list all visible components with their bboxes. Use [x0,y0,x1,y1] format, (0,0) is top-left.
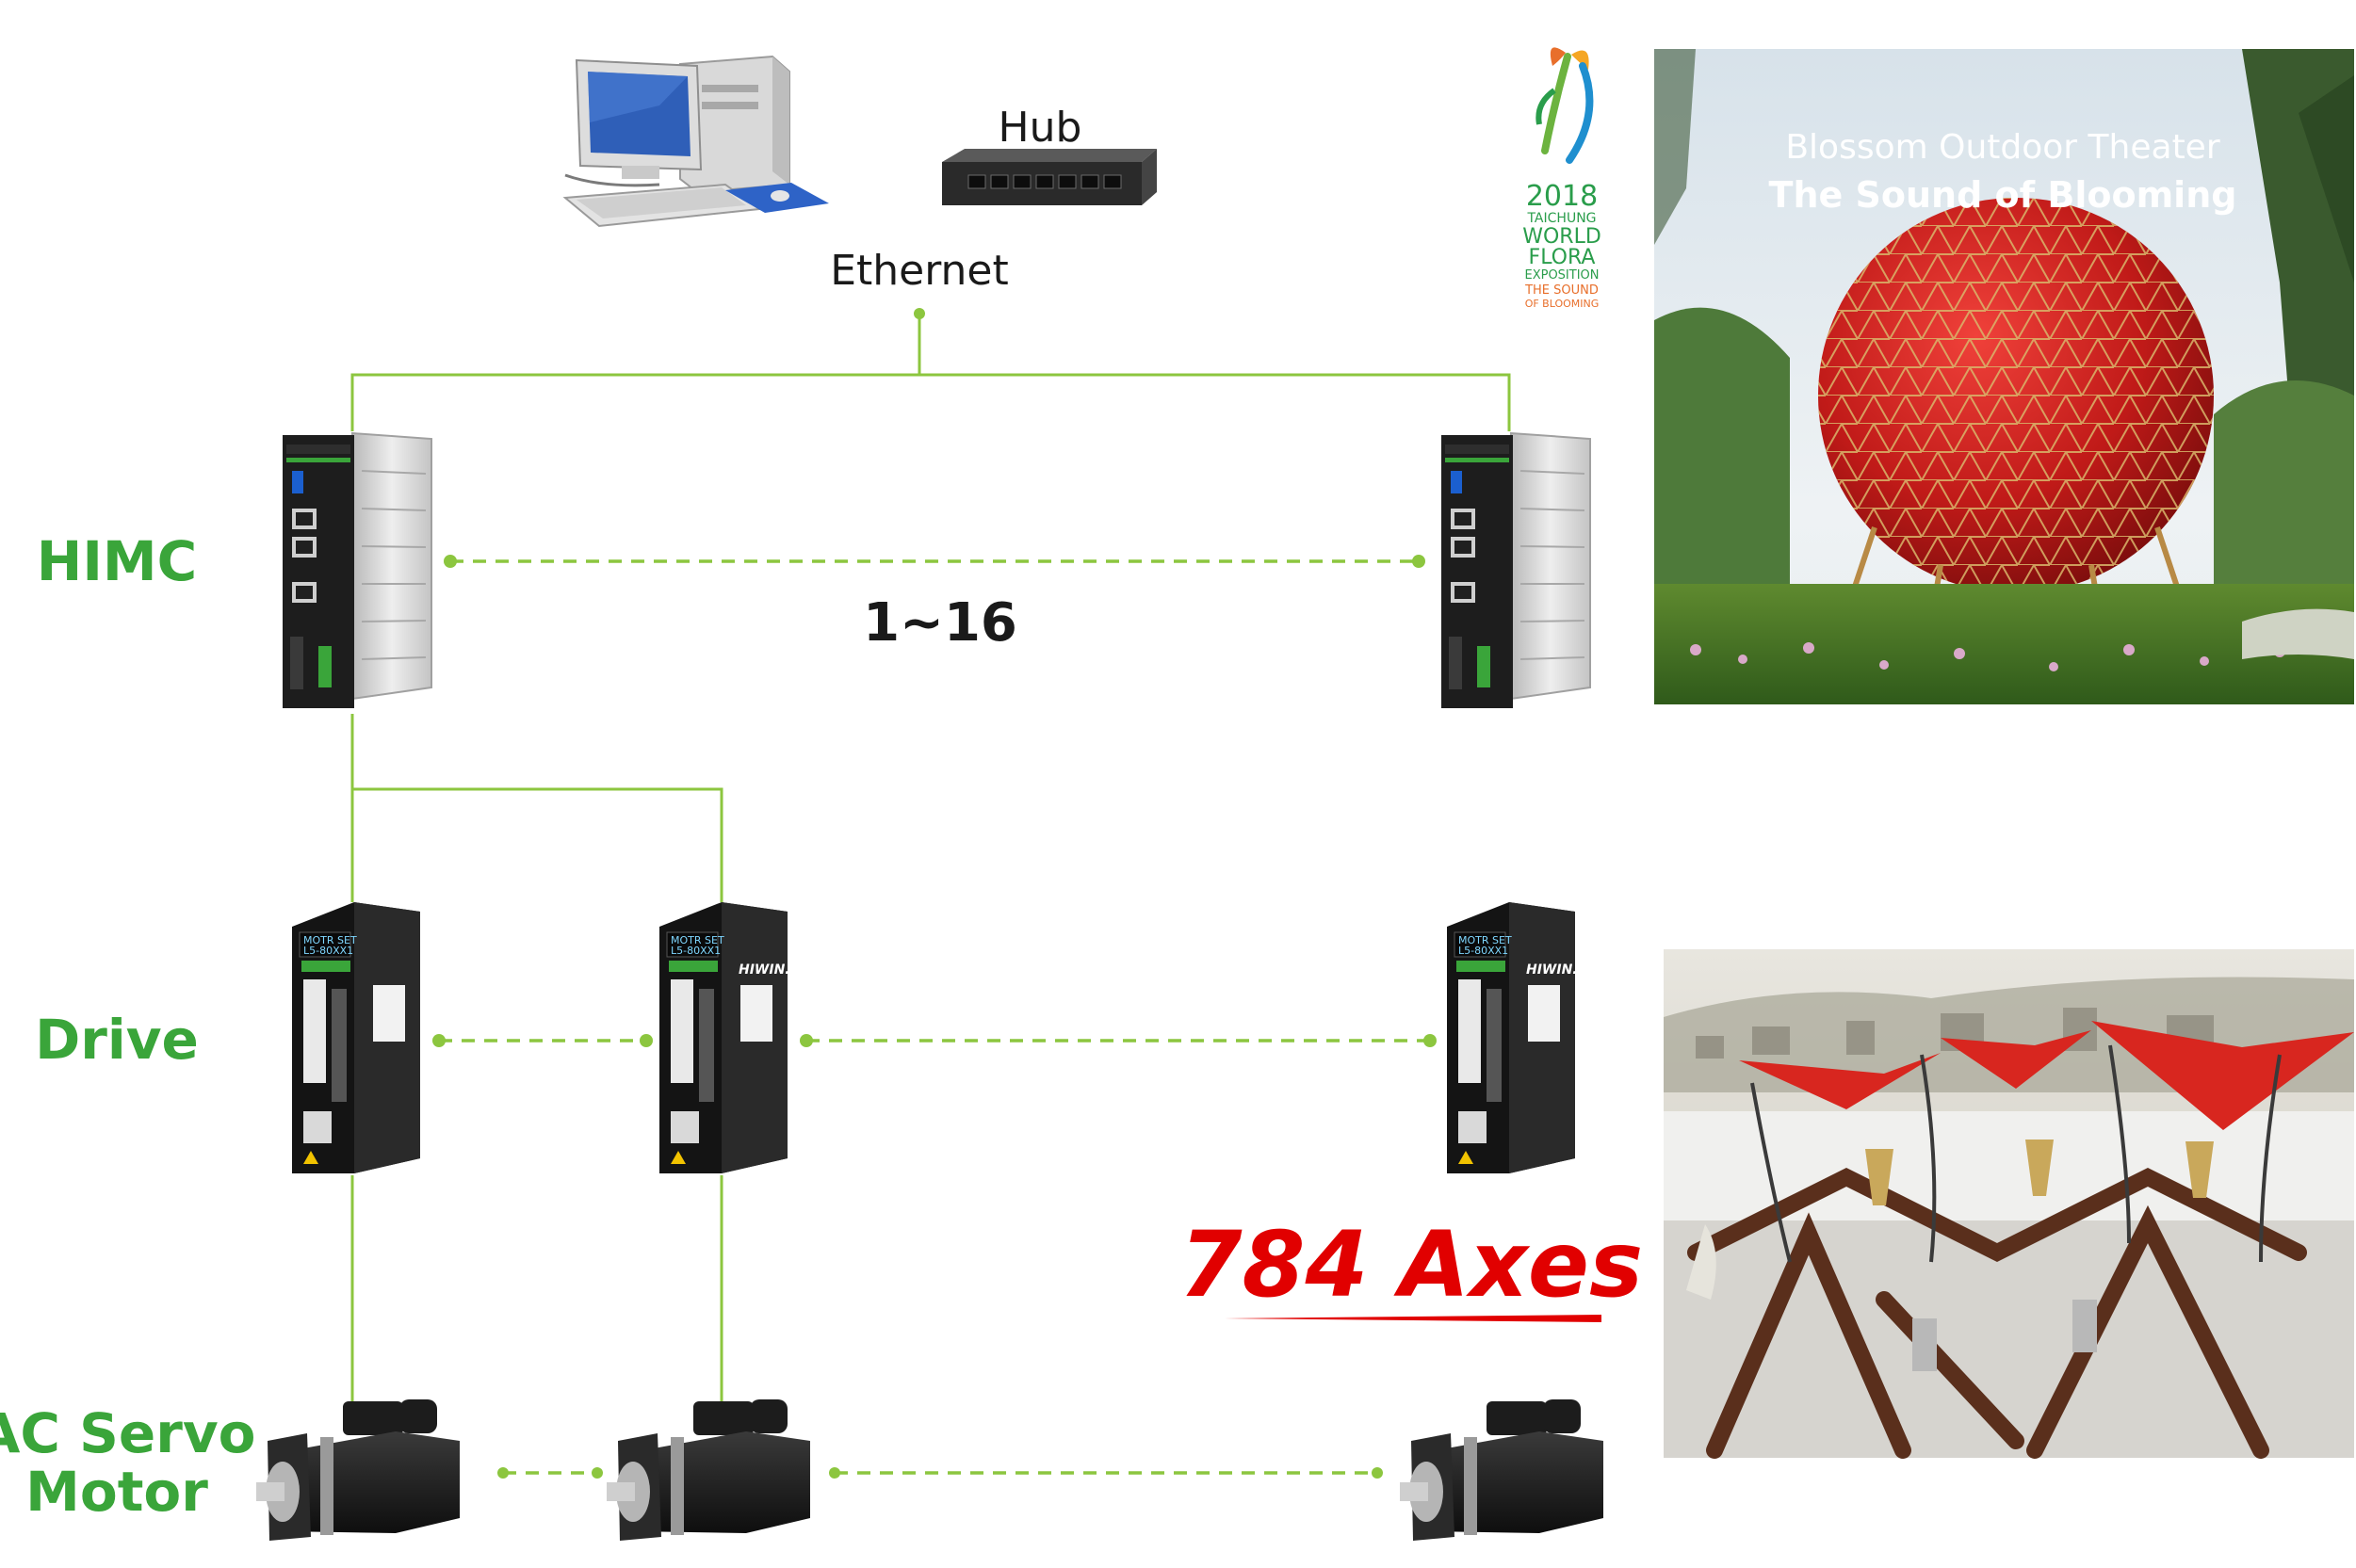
drive-brand-2: HIWIN. [739,962,790,978]
row-label-motor-2: Motor [25,1460,208,1524]
row-label-motor-1: AC Servo [0,1401,256,1465]
hub-icon [942,149,1157,205]
expo-line-6: OF BLOOMING [1525,298,1600,310]
drive-display-2: MOTR SET [671,934,724,946]
drive-brand-3: HIWIN. [1526,962,1578,978]
drive-display-3b: L5-80XX1 [1458,945,1508,957]
theater-caption-1: Blossom Outdoor Theater [1785,128,2219,167]
ethernet-label: Ethernet [830,247,1009,295]
expo-logo-text: 2018 TAICHUNG WORLD FLORA EXPOSITION THE… [1522,180,1601,310]
axes-underline [1225,1315,1601,1322]
himc-count-label: 1~16 [863,592,1017,654]
servo-motor-2 [607,1399,810,1541]
drive-display-1: MOTR SET [303,934,357,946]
drive-display-1b: L5-80XX1 [303,945,353,957]
servo-drive-3 [1447,902,1575,1173]
servo-drive-1 [292,902,420,1173]
expo-line-3: FLORA [1529,246,1596,269]
expo-logo-icon [1535,47,1594,164]
row-label-drive: Drive [35,1008,199,1072]
himc-controller-right [1441,431,1591,708]
theater-caption-2: The Sound of Blooming [1769,174,2237,216]
link-endpoints [432,308,1437,1479]
pc-workstation-icon [562,55,829,228]
drive-display-3: MOTR SET [1458,934,1512,946]
servo-motor-1 [256,1399,460,1541]
mechanism-photo [1664,949,2354,1459]
theater-photo [1654,49,2354,704]
expo-line-2: WORLD [1522,225,1601,249]
expo-line-5: THE SOUND [1524,283,1599,298]
hub-label: Hub [999,104,1082,152]
dashed-links [439,559,1430,1475]
expo-line-4: EXPOSITION [1524,268,1599,283]
drive-brand-labels: HIWIN. HIWIN. [739,962,1578,978]
connection-lines [350,314,1511,1401]
himc-controller-left [283,431,432,708]
drive-display-2b: L5-80XX1 [671,945,721,957]
servo-drive-2 [659,902,788,1173]
row-label-himc: HIMC [37,529,197,593]
servo-motor-3 [1400,1399,1603,1541]
expo-line-1: TAICHUNG [1526,211,1596,226]
drive-display-labels: MOTR SET L5-80XX1 MOTR SET L5-80XX1 MOTR… [303,934,1512,957]
axes-count-label: 784 Axes [1179,1212,1643,1317]
expo-year: 2018 [1526,180,1598,213]
